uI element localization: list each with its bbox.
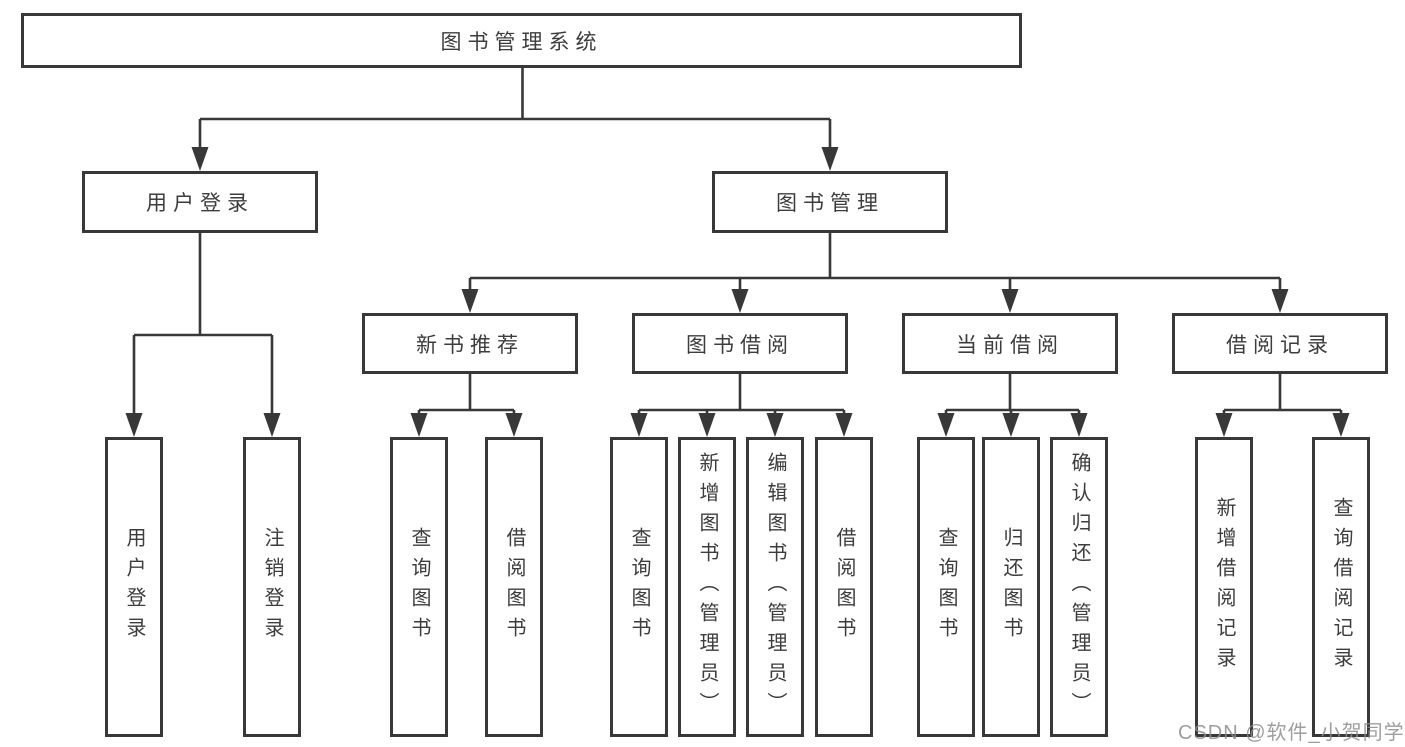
leaf-query-borrow-record: 查询借阅记录 (1312, 437, 1370, 737)
node-user-login: 用户登录 (82, 171, 318, 233)
leaf-confirm-return-admin: 确认归还（管理员） (1050, 437, 1108, 737)
leaf-add-borrow-record: 新增借阅记录 (1195, 437, 1253, 737)
node-current-borrowing: 当前借阅 (902, 313, 1118, 374)
leaf-query-books-newbook: 查询图书 (390, 437, 448, 737)
node-borrow-records: 借阅记录 (1172, 313, 1388, 374)
leaf-add-books-admin: 新增图书（管理员） (678, 437, 736, 737)
leaf-user-login: 用户登录 (105, 437, 163, 737)
leaf-borrow-books-newbook: 借阅图书 (485, 437, 543, 737)
watermark: CSDN @软件_小贺同学 (1178, 722, 1405, 744)
leaf-edit-books-admin: 编辑图书（管理员） (746, 437, 804, 737)
node-book-management: 图书管理 (712, 171, 948, 233)
leaf-return-books: 归还图书 (982, 437, 1040, 737)
node-library-system: 图书管理系统 (21, 13, 1022, 68)
leaf-borrow-books: 借阅图书 (815, 437, 873, 737)
leaf-query-books-current: 查询图书 (917, 437, 975, 737)
node-new-book-recommend: 新书推荐 (362, 313, 578, 374)
node-book-borrowing: 图书借阅 (632, 313, 848, 374)
leaf-query-books-borrow: 查询图书 (610, 437, 668, 737)
leaf-logout: 注销登录 (243, 437, 301, 737)
